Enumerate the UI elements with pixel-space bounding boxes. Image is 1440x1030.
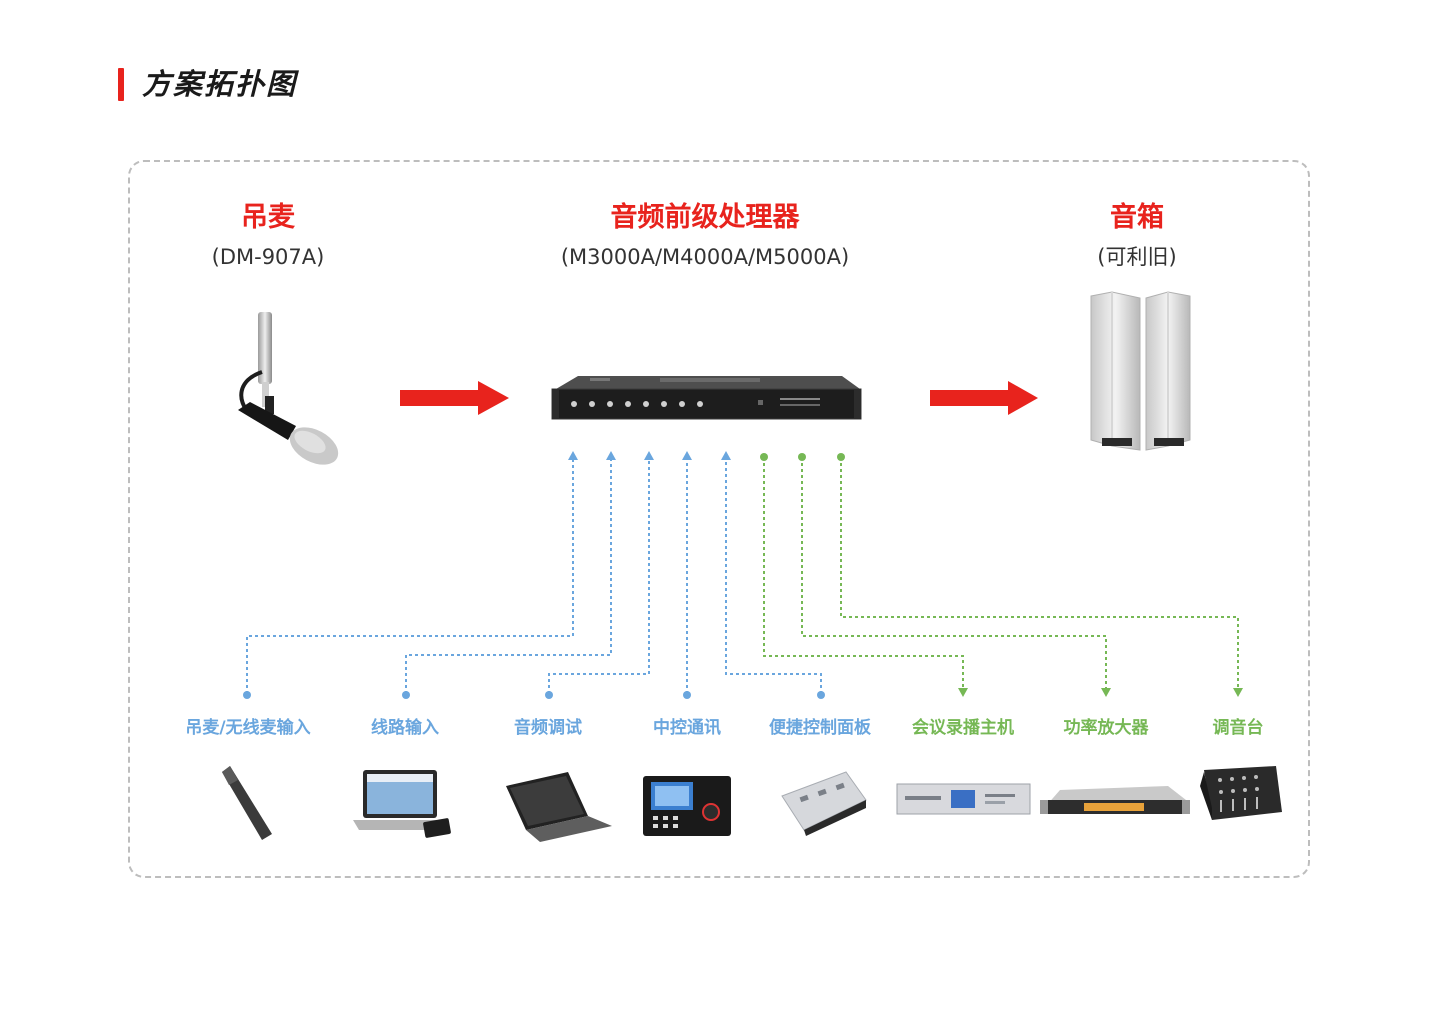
- rack-processor-icon: [551, 376, 862, 420]
- output-arrowheads: [760, 453, 1243, 697]
- label-central-control: 中控通讯: [653, 718, 721, 738]
- arrow-mic-to-processor: [400, 381, 509, 415]
- diagram-frame: [128, 160, 1310, 878]
- speaker-title: 音箱: [1110, 202, 1164, 233]
- processor-title: 音频前级处理器: [610, 202, 800, 233]
- label-control-panel: 便捷控制面板: [769, 718, 871, 738]
- control-terminal-icon: [643, 776, 731, 836]
- page-title: 方案拓扑图: [142, 67, 298, 101]
- input-arrowheads: [243, 451, 825, 699]
- hanging-microphone-icon: [238, 312, 339, 465]
- output-connection-lines: [763, 457, 1239, 690]
- title-accent-bar: [118, 68, 124, 101]
- label-wireless-mic-input: 吊麦/无线麦输入: [185, 718, 311, 738]
- label-power-amplifier: 功率放大器: [1063, 718, 1149, 738]
- laptop-phone-icon: [353, 770, 451, 838]
- arrow-processor-to-speaker: [930, 381, 1038, 415]
- mic-title: 吊麦: [241, 202, 295, 233]
- speaker-subtitle: (可利旧): [1097, 245, 1177, 269]
- processor-subtitle: (M3000A/M4000A/M5000A): [560, 245, 850, 269]
- column-speakers-icon: [1090, 291, 1191, 451]
- laptop-icon: [506, 772, 612, 842]
- control-panel-icon: [781, 771, 867, 836]
- input-connection-lines: [246, 458, 822, 694]
- label-mixer-console: 调音台: [1212, 718, 1264, 738]
- recorder-host-icon: [896, 783, 1031, 815]
- label-audio-debug: 音频调试: [514, 718, 582, 738]
- label-line-input: 线路输入: [371, 718, 439, 738]
- mixer-console-icon: [1200, 766, 1282, 820]
- label-recorder-host: 会议录播主机: [912, 718, 1014, 738]
- mic-subtitle: (DM-907A): [211, 245, 325, 269]
- wireless-mic-icon: [222, 766, 272, 840]
- power-amplifier-icon: [1040, 786, 1190, 814]
